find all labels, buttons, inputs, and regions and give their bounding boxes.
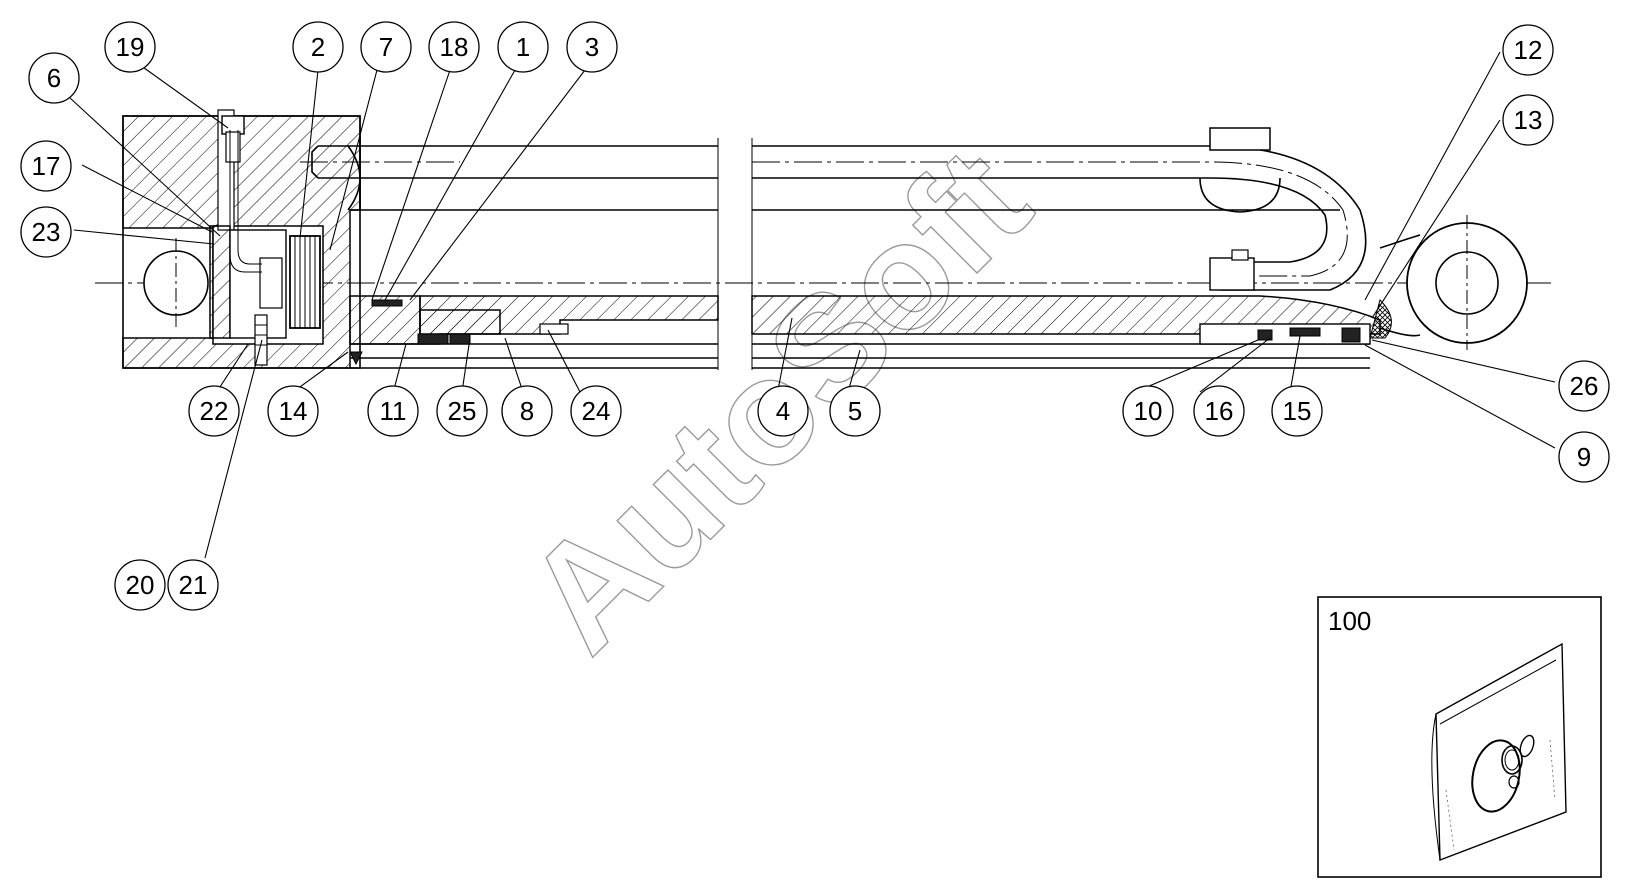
callout-23[interactable]: 23 [20, 206, 72, 258]
callout-24[interactable]: 24 [570, 385, 622, 437]
callout-21-label: 21 [179, 570, 208, 600]
callout-9[interactable]: 9 [1558, 431, 1610, 483]
callout-23-label: 23 [32, 217, 61, 247]
callout-6[interactable]: 6 [28, 52, 80, 104]
callout-4-label: 4 [776, 396, 790, 426]
callout-24-label: 24 [582, 396, 611, 426]
callout-13[interactable]: 13 [1502, 94, 1554, 146]
callout-26[interactable]: 26 [1558, 360, 1610, 412]
callout-10-label: 10 [1134, 396, 1163, 426]
callout-4[interactable]: 4 [757, 385, 809, 437]
sensor-assembly [209, 130, 321, 366]
callout-5-label: 5 [848, 396, 862, 426]
callout-7-label: 7 [379, 32, 393, 62]
gland [1199, 299, 1392, 345]
callout-18-label: 18 [440, 32, 469, 62]
callout-7[interactable]: 7 [360, 21, 412, 73]
callout-19-label: 19 [116, 32, 145, 62]
callout-22[interactable]: 22 [188, 385, 240, 437]
callout-25[interactable]: 25 [436, 385, 488, 437]
rod-eye [1379, 215, 1528, 350]
callout-12-label: 12 [1514, 35, 1543, 65]
callout-12[interactable]: 12 [1502, 24, 1554, 76]
callout-20-label: 20 [126, 570, 155, 600]
seal-kit-panel[interactable]: 100 [1317, 596, 1602, 878]
callout-5[interactable]: 5 [829, 385, 881, 437]
leader-lines [69, 51, 1556, 559]
callout-3-label: 3 [585, 32, 599, 62]
seal-kit-label: 100 [1328, 606, 1371, 636]
callout-25-label: 25 [448, 396, 477, 426]
piston [349, 295, 569, 366]
callout-1-label: 1 [516, 32, 530, 62]
callout-17[interactable]: 17 [20, 140, 72, 192]
callout-2-label: 2 [311, 32, 325, 62]
callout-19[interactable]: 19 [104, 21, 156, 73]
callout-11-label: 11 [380, 396, 407, 426]
callout-3[interactable]: 3 [566, 21, 618, 73]
callout-20[interactable]: 20 [114, 559, 166, 611]
callout-6-label: 6 [47, 63, 61, 93]
callout-18[interactable]: 18 [428, 21, 480, 73]
callouts: 19 2 7 18 1 3 6 17 23 22 14 11 25 8 24 [20, 21, 1610, 611]
callout-14-label: 14 [279, 396, 308, 426]
callout-8-label: 8 [520, 396, 534, 426]
callout-26-label: 26 [1570, 371, 1599, 401]
seal-kit-bag-icon [1431, 642, 1567, 862]
callout-1[interactable]: 1 [497, 21, 549, 73]
callout-15[interactable]: 15 [1271, 385, 1323, 437]
callout-2[interactable]: 2 [292, 21, 344, 73]
callout-14[interactable]: 14 [267, 385, 319, 437]
callout-9-label: 9 [1577, 442, 1591, 472]
callout-16[interactable]: 16 [1193, 385, 1245, 437]
cylinder-drawing [95, 109, 1555, 370]
callout-21[interactable]: 21 [167, 559, 219, 611]
callout-8[interactable]: 8 [501, 385, 553, 437]
callout-11[interactable]: 11 [367, 385, 419, 437]
callout-15-label: 15 [1283, 396, 1312, 426]
callout-16-label: 16 [1205, 396, 1234, 426]
return-pipe [300, 127, 1367, 291]
break-lines [717, 138, 753, 370]
callout-22-label: 22 [200, 396, 229, 426]
callout-17-label: 17 [32, 151, 61, 181]
callout-13-label: 13 [1514, 105, 1543, 135]
callout-10[interactable]: 10 [1122, 385, 1174, 437]
